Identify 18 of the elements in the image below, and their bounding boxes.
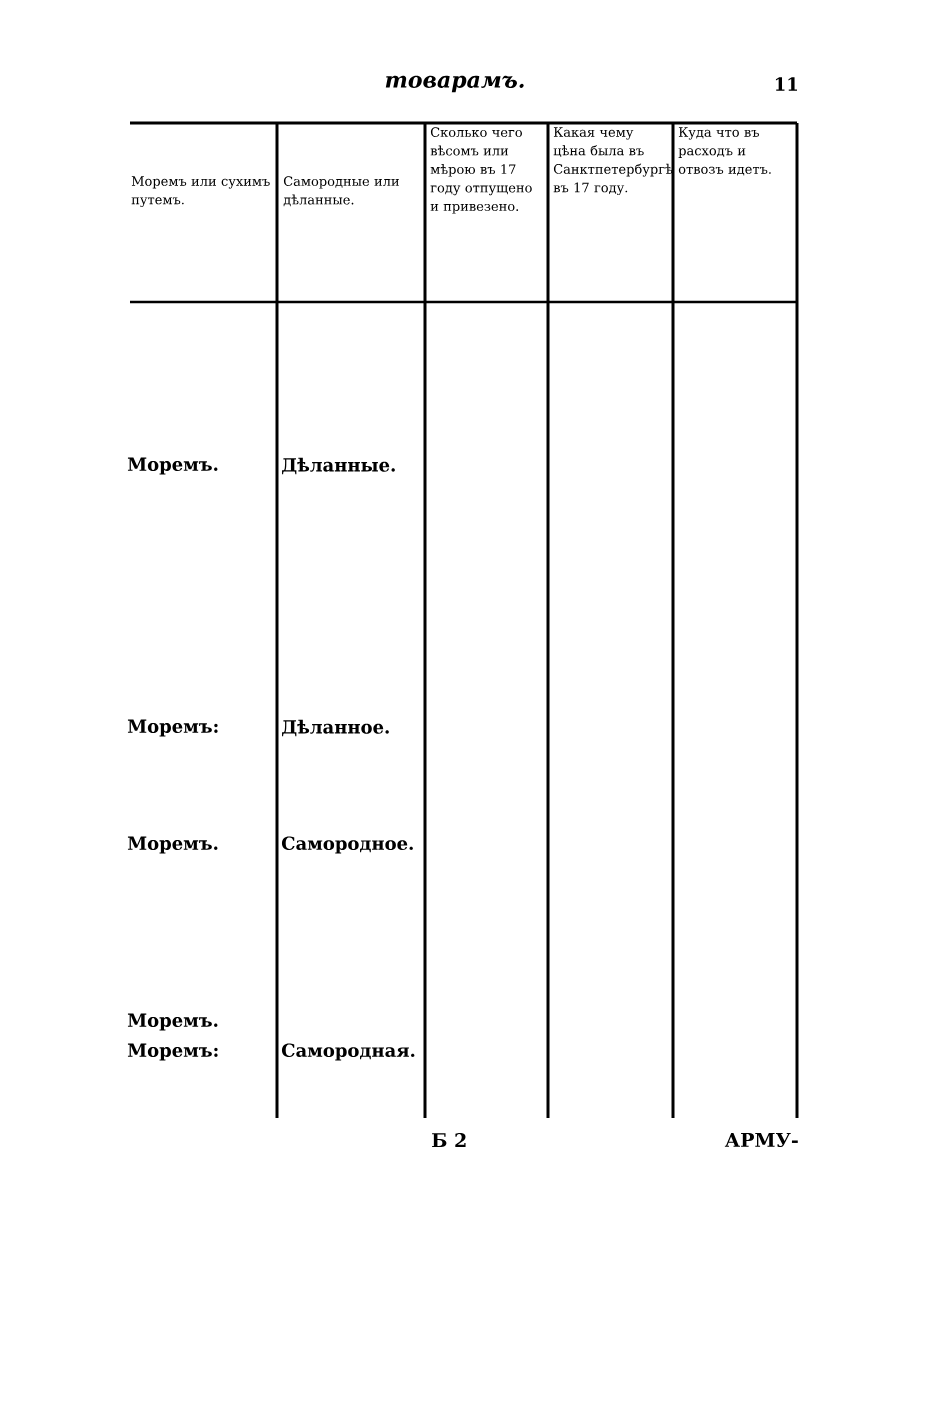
catchword: АРМУ- <box>724 1132 798 1148</box>
table-cell: Дѣланное. <box>282 719 389 737</box>
table-cell: Моремъ: <box>127 719 218 737</box>
page-number: 11 <box>775 77 797 91</box>
column-header: Сколько чего вѣсомъ или мѣрою въ 17 году отпущено и привезено. <box>430 127 532 214</box>
column-header: Моремъ или сухимъ путемъ. <box>131 176 270 208</box>
table-cell: Моремъ. <box>127 457 218 475</box>
table-cell: Моремъ. <box>127 836 218 854</box>
table-cell: Дѣланные. <box>282 457 395 475</box>
column-header: Самородные или дѣланные. <box>283 176 399 207</box>
column-header: Куда что въ расходъ и отвозъ идетъ. <box>678 127 771 176</box>
signature-mark: Б 2 <box>432 1132 466 1148</box>
table-cell: Моремъ: <box>127 1043 218 1061</box>
column-header: Какая чему цѣна была въ Санктпетербургѣ въ 17 году. <box>553 127 673 196</box>
table-cell: Самородная. <box>281 1043 415 1061</box>
table-cell: Самородное. <box>281 836 413 854</box>
table-cell: Моремъ. <box>127 1013 218 1031</box>
running-head: товарамъ. <box>385 75 524 93</box>
